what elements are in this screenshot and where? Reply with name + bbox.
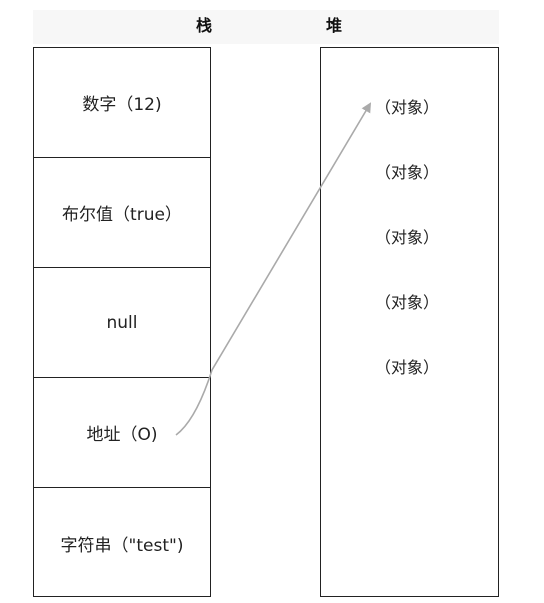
stack-title: 栈 [196, 16, 213, 35]
header-band [33, 10, 499, 44]
stack-cell-label: 布尔值（true） [62, 205, 182, 225]
heap-object: （对象） [375, 163, 440, 182]
stack-cell-address: 地址（O) [34, 378, 210, 488]
stack-cell-null: null [34, 268, 210, 378]
heap-object: （对象） [375, 98, 440, 117]
stack-cell-boolean: 布尔值（true） [34, 158, 210, 268]
heap-object: （对象） [375, 358, 440, 377]
stack-cell-number: 数字（12) [34, 48, 210, 158]
stack-cell-label: 地址（O) [86, 425, 158, 445]
stack-cell-label: 字符串（"test") [60, 535, 184, 556]
stack-cell-label: 数字（12) [82, 95, 162, 115]
stack-column: 数字（12) 布尔值（true） null 地址（O) 字符串（"test") [33, 47, 211, 597]
stack-cell-string: 字符串（"test") [34, 488, 210, 598]
heap-column: （对象） （对象） （对象） （对象） （对象） [320, 47, 499, 597]
stack-cell-label: null [106, 312, 138, 333]
heap-object: （对象） [375, 293, 440, 312]
heap-title: 堆 [326, 16, 343, 35]
heap-object: （对象） [375, 228, 440, 247]
